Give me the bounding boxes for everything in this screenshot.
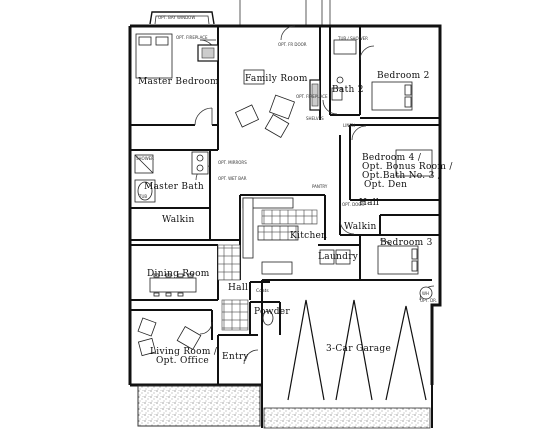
tub-note: TUB (138, 194, 147, 199)
garage-parking-markers (287, 299, 427, 401)
opt-fr-door-note: OPT. FR DOOR (278, 42, 307, 47)
walkin-right-label: Walkin (344, 222, 377, 232)
shower-note: SHOWER (136, 156, 154, 161)
bedroom4-label-2: Opt. Bonus Room / (362, 162, 453, 172)
shelves-note: SHELVES (306, 116, 324, 121)
entry-label: Entry (222, 352, 249, 362)
opt-door-note: OPT. DOOR (342, 202, 364, 207)
furniture (134, 33, 433, 357)
front-planter (137, 385, 261, 427)
entry-floor (221, 299, 249, 331)
master-bedroom-label: Master Bedroom (138, 77, 219, 87)
opt-door-garage-note: OPT. DR. (420, 298, 437, 303)
garage-label: 3-Car Garage (326, 344, 391, 354)
fireplaces (197, 44, 321, 111)
opt-fireplace-family-note: OPT. FIREPLACE (296, 94, 328, 99)
family-room-label: Family Room (245, 74, 308, 84)
bedroom3-label: Bedroom 3 (380, 238, 433, 248)
opt-fireplace-master-note: OPT. FIREPLACE (176, 35, 208, 40)
powder-label: Powder (254, 307, 290, 317)
bedroom2-label: Bedroom 2 (377, 71, 430, 81)
bedroom4-label-4: Opt. Den (364, 180, 407, 190)
living-room-label-1: Living Room / (150, 347, 218, 357)
bay-window-note: OPT. BAY WINDOW (158, 15, 195, 20)
hall-right-label: Hall (359, 198, 379, 208)
living-room-label-2: Opt. Office (156, 356, 209, 366)
master-bath-label: Master Bath (144, 182, 204, 192)
opt-wet-bar-note: OPT. WET BAR (218, 176, 247, 181)
kitchen-floor (261, 209, 318, 225)
tub-shower-note: TUB / SHOWER (337, 36, 368, 41)
exterior-walls (128, 24, 442, 428)
wh-note: WH (422, 291, 429, 296)
walkin-master-label: Walkin (162, 215, 195, 225)
bath2-label: Bath 2 (332, 85, 364, 95)
linen-note: LINEN (343, 123, 355, 128)
hall-floor (217, 244, 241, 281)
bedroom4-label-1: Bedroom 4 / (362, 153, 422, 163)
kitchen-label: Kitchen (290, 231, 327, 241)
pantry-note: PANTRY (312, 184, 328, 189)
front-walk (263, 407, 431, 429)
bedroom4-label-3: Opt.Bath No. 3 / (362, 171, 442, 181)
dining-room-label: Dining Room (147, 269, 210, 279)
opt-mirrors-note: OPT. MIRRORS (218, 160, 247, 165)
top-porch (239, 0, 331, 26)
hall-left-label: Hall (228, 283, 248, 293)
bay-window: OPT. BAY WINDOW (149, 11, 215, 25)
coats-label: Coats (256, 288, 269, 294)
laundry-label: Laundry (318, 252, 359, 262)
